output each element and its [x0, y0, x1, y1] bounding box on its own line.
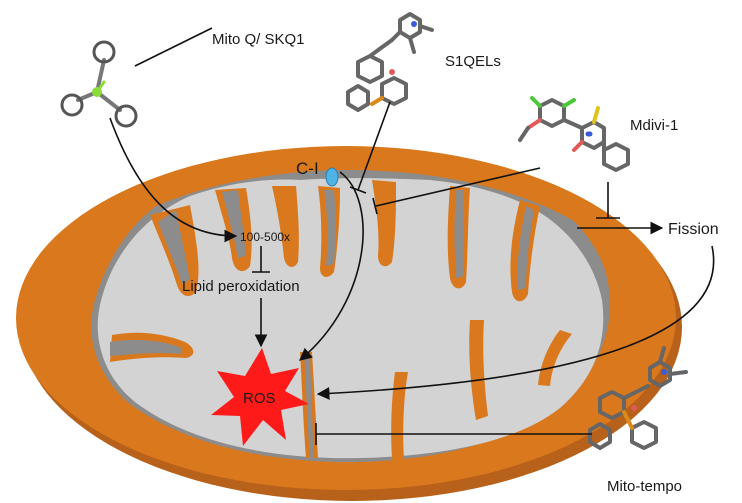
complex-i-to-ros-arrow	[299, 171, 364, 361]
mdivi-1-molecule-icon	[518, 96, 630, 172]
s1qel-molecule-icon	[346, 12, 434, 112]
complex-i-label: C-I	[296, 159, 319, 178]
lipid-peroxidation-label: Lipid peroxidation	[182, 278, 300, 295]
ros-label: ROS	[243, 390, 276, 407]
mito-tempo-molecule-icon	[588, 346, 688, 450]
s1qels-label: S1QELs	[445, 53, 501, 70]
connector-lines	[109, 27, 715, 445]
mitotempo-label: Mito-tempo	[607, 478, 682, 495]
inner-membrane-matrix	[91, 170, 610, 463]
fission-label: Fission	[668, 221, 719, 238]
complex-i-marker	[325, 167, 339, 187]
mitoq-uptake-arrow	[109, 117, 238, 243]
fission-to-ros-arrow	[316, 245, 715, 400]
mitoq-pointer-line	[134, 27, 213, 67]
mitoq-label: Mito Q/ SKQ1	[212, 31, 305, 48]
mdivi-inhibit-line	[375, 167, 541, 207]
triphenylphosphonium-molecule-icon	[60, 40, 138, 128]
s1qels-inhibit-line	[357, 101, 391, 191]
ros-burst	[211, 348, 309, 446]
mdivi-label: Mdivi-1	[630, 117, 678, 134]
accumulation-label: 100-500x	[240, 230, 290, 244]
